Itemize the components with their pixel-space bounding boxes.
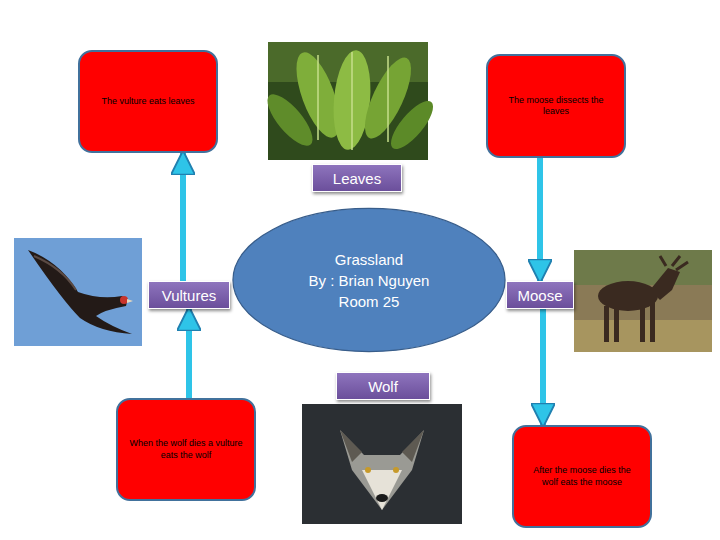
note-box: After the moose dies the wolf eats the m… — [512, 425, 652, 528]
label-text: Vultures — [162, 287, 216, 304]
vulture-photo — [14, 238, 142, 346]
wolf-photo — [302, 404, 462, 524]
note-box: When the wolf dies a vulture eats the wo… — [116, 398, 256, 501]
moose-photo — [574, 250, 712, 352]
flow-arrow — [180, 153, 186, 281]
note-text: After the moose dies the wolf eats the m… — [524, 465, 640, 488]
label-box: Wolf — [336, 372, 430, 400]
label-box: Leaves — [312, 164, 402, 192]
flow-arrow — [537, 158, 543, 281]
flow-arrow — [540, 309, 546, 425]
label-box: Moose — [506, 281, 574, 309]
note-box: The vulture eats leaves — [78, 50, 218, 153]
note-box: The moose dissects the leaves — [486, 54, 626, 158]
title-text: Grassland — [335, 249, 403, 270]
flow-arrow — [186, 309, 192, 398]
note-text: The moose dissects the leaves — [498, 95, 614, 118]
label-text: Wolf — [368, 378, 398, 395]
label-text: Moose — [517, 287, 562, 304]
title-ellipse: GrasslandBy : Brian NguyenRoom 25 — [231, 207, 507, 353]
label-text: Leaves — [333, 170, 381, 187]
label-box: Vultures — [148, 281, 230, 309]
title-text: Room 25 — [339, 291, 400, 312]
note-text: The vulture eats leaves — [101, 96, 194, 107]
title-text: By : Brian Nguyen — [309, 270, 430, 291]
leaves-photo — [260, 42, 439, 160]
note-text: When the wolf dies a vulture eats the wo… — [128, 438, 244, 461]
